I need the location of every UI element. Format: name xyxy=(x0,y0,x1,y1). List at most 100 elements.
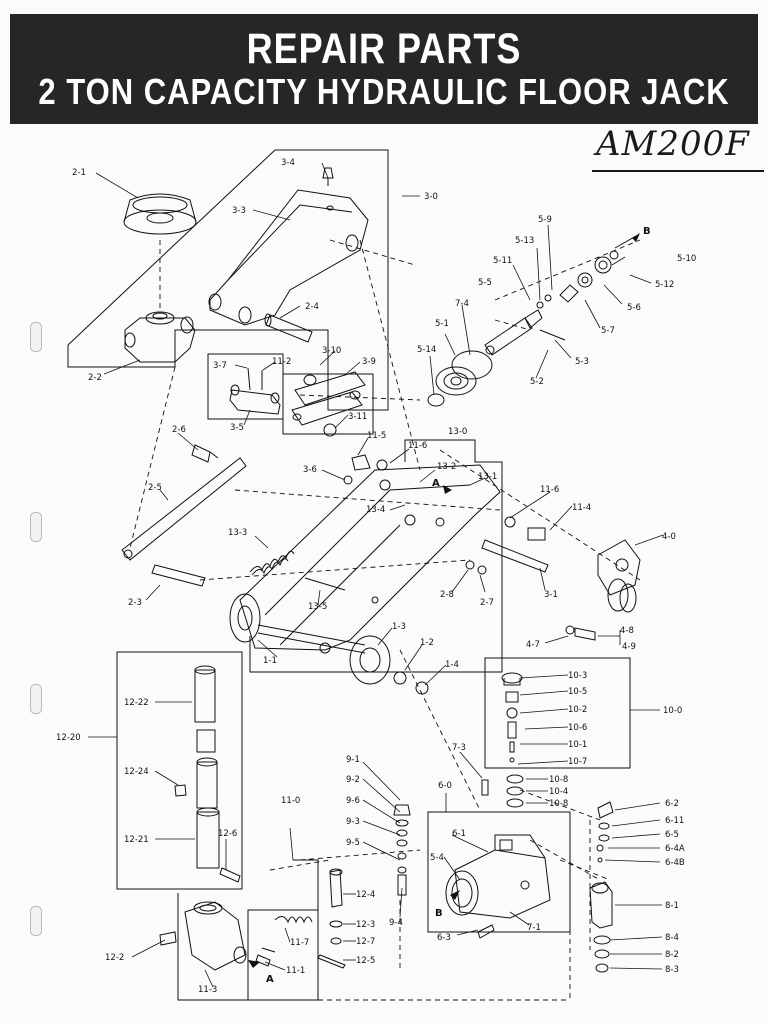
callout-12-4: 12-4 xyxy=(356,890,375,900)
callout-5-12: 5-12 xyxy=(655,280,674,290)
callout-6-2: 6-2 xyxy=(665,799,679,809)
callout-8-1: 8-1 xyxy=(665,901,679,911)
callout-11-3: 11-3 xyxy=(198,985,217,995)
callout-2-4: 2-4 xyxy=(305,302,319,312)
callout-A-bot: A xyxy=(266,974,274,985)
callout-5-4: 5-4 xyxy=(430,853,444,863)
callout-11-0: 11-0 xyxy=(281,796,300,806)
callout-2-7: 2-7 xyxy=(480,598,494,608)
callout-5-2: 5-2 xyxy=(530,377,544,387)
callout-6-1: 6-1 xyxy=(452,829,466,839)
callout-13-3: 13-3 xyxy=(228,528,247,538)
callout-5-6: 5-6 xyxy=(627,303,641,313)
callout-12-2: 12-2 xyxy=(105,953,124,963)
callout-4-0: 4-0 xyxy=(662,532,676,542)
box-3-0-inner xyxy=(67,149,276,346)
callout-6-5: 6-5 xyxy=(665,830,679,840)
callout-10-7: 10-7 xyxy=(568,757,587,767)
callout-5-1: 5-1 xyxy=(435,319,449,329)
callout-6-4B: 6-4B xyxy=(665,858,685,868)
callout-12-5: 12-5 xyxy=(356,956,375,966)
callout-11-4: 11-4 xyxy=(572,503,591,513)
callout-B-bot: B xyxy=(435,908,443,919)
callout-12-7: 12-7 xyxy=(356,937,375,947)
binder-hole xyxy=(30,906,42,936)
callout-3-7: 3-7 xyxy=(213,361,227,371)
box-11-7 xyxy=(247,909,319,1001)
callout-10-2: 10-2 xyxy=(568,705,587,715)
callout-3-6: 3-6 xyxy=(303,465,317,475)
callout-2-2: 2-2 xyxy=(88,373,102,383)
callout-6-11: 6-11 xyxy=(665,816,684,826)
callout-11-5: 11-5 xyxy=(367,431,386,441)
callout-3-11: 3-11 xyxy=(348,412,367,422)
callout-13-5: 13-5 xyxy=(308,602,327,612)
callout-9-2: 9-2 xyxy=(346,775,360,785)
callout-B-top: B xyxy=(643,226,651,237)
callout-4-9: 4-9 xyxy=(622,642,636,652)
callout-6-3: 6-3 xyxy=(437,933,451,943)
page-title: REPAIR PARTS xyxy=(246,24,522,73)
callout-4-8: 4-8 xyxy=(620,626,634,636)
callout-5-11: 5-11 xyxy=(493,256,512,266)
callout-2-5: 2-5 xyxy=(148,483,162,493)
callout-6-4A: 6-4A xyxy=(665,844,685,854)
callout-10-8b: 10-8 xyxy=(549,799,568,809)
callout-2-6: 2-6 xyxy=(172,425,186,435)
callout-10-0: 10-0 xyxy=(663,706,682,716)
callout-13-0: 13-0 xyxy=(448,427,467,437)
callout-3-9: 3-9 xyxy=(362,357,376,367)
callout-1-2: 1-2 xyxy=(420,638,434,648)
callout-11-6a: 11-6 xyxy=(408,441,427,451)
callout-5-13: 5-13 xyxy=(515,236,534,246)
callout-5-10: 5-10 xyxy=(677,254,696,264)
callout-2-8: 2-8 xyxy=(440,590,454,600)
callout-9-6: 9-6 xyxy=(346,796,360,806)
binder-hole xyxy=(30,512,42,542)
box-3-9 xyxy=(282,373,374,435)
callout-3-0: 3-0 xyxy=(424,192,438,202)
callout-11-1: 11-1 xyxy=(286,966,305,976)
callout-11-7: 11-7 xyxy=(290,938,309,948)
callout-10-5: 10-5 xyxy=(568,687,587,697)
box-3-0 xyxy=(67,149,389,411)
callout-3-4: 3-4 xyxy=(281,158,295,168)
binder-hole xyxy=(30,322,42,352)
callout-7-1: 7-1 xyxy=(527,923,541,933)
title-banner: REPAIR PARTS 2 TON CAPACITY HYDRAULIC FL… xyxy=(10,14,758,124)
callout-4-7: 4-7 xyxy=(526,640,540,650)
callout-12-21: 12-21 xyxy=(124,835,149,845)
callout-10-4: 10-4 xyxy=(549,787,568,797)
callout-9-3: 9-3 xyxy=(346,817,360,827)
callout-9-4: 9-4 xyxy=(389,918,403,928)
callout-13-4: 13-4 xyxy=(366,505,385,515)
callout-11-2: 11-2 xyxy=(272,357,291,367)
callout-5-3: 5-3 xyxy=(575,357,589,367)
callout-10-3: 10-3 xyxy=(568,671,587,681)
callout-8-3: 8-3 xyxy=(665,965,679,975)
box-10-0 xyxy=(484,657,631,769)
model-number: AM200F xyxy=(596,124,750,164)
callout-2-1: 2-1 xyxy=(72,168,86,178)
box-6-0 xyxy=(427,811,571,933)
callout-9-5: 9-5 xyxy=(346,838,360,848)
callout-10-8a: 10-8 xyxy=(549,775,568,785)
box-12-20 xyxy=(116,651,243,890)
callout-A-mid: A xyxy=(432,478,440,489)
page-subtitle: 2 TON CAPACITY HYDRAULIC FLOOR JACK xyxy=(38,70,730,113)
callout-10-1: 10-1 xyxy=(568,740,587,750)
callout-12-20: 12-20 xyxy=(56,733,81,743)
callout-13-2: 13-2 xyxy=(437,462,456,472)
callout-3-3: 3-3 xyxy=(232,206,246,216)
binder-hole xyxy=(30,684,42,714)
callout-11-6b: 11-6 xyxy=(540,485,559,495)
callout-1-1: 1-1 xyxy=(263,656,277,666)
callout-3-1: 3-1 xyxy=(544,590,558,600)
callout-1-3: 1-3 xyxy=(392,622,406,632)
callout-5-5: 5-5 xyxy=(478,278,492,288)
callout-13-1: 13-1 xyxy=(478,472,497,482)
callout-7-3: 7-3 xyxy=(452,743,466,753)
callout-12-6: 12-6 xyxy=(218,829,237,839)
callout-9-1: 9-1 xyxy=(346,755,360,765)
